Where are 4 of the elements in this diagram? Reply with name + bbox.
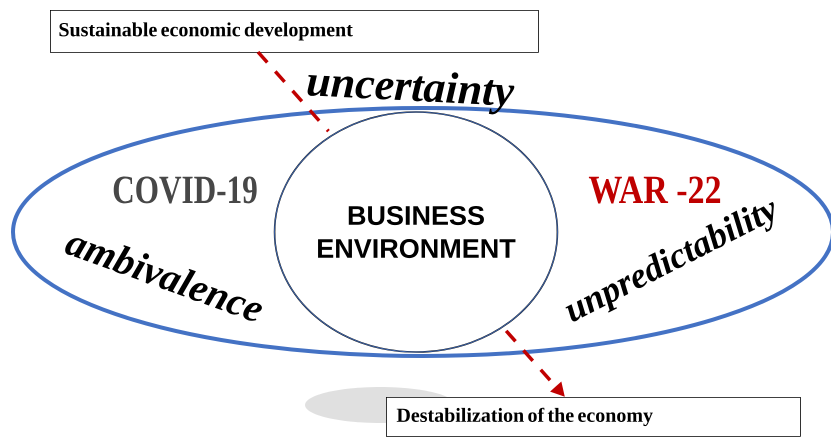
heading: WAR -22 [588, 176, 720, 204]
heading: COVID-19 [114, 176, 257, 204]
text-box: Sustainable economic development [50, 10, 539, 53]
text-box: Destabilization of the economy [386, 397, 801, 437]
